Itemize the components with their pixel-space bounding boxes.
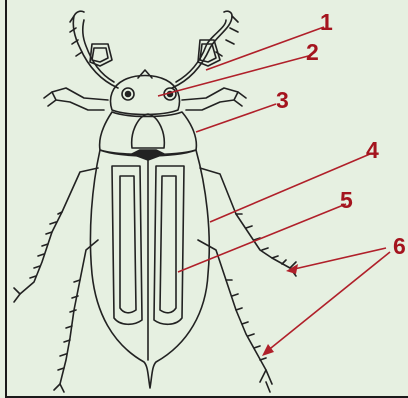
label-5: 5 [340, 187, 353, 213]
label-1: 1 [320, 9, 333, 35]
label-4: 4 [366, 137, 379, 163]
label-3: 3 [276, 87, 289, 113]
label-6: 6 [393, 233, 406, 259]
eye-left-pupil [126, 92, 131, 97]
label-2: 2 [306, 39, 319, 65]
